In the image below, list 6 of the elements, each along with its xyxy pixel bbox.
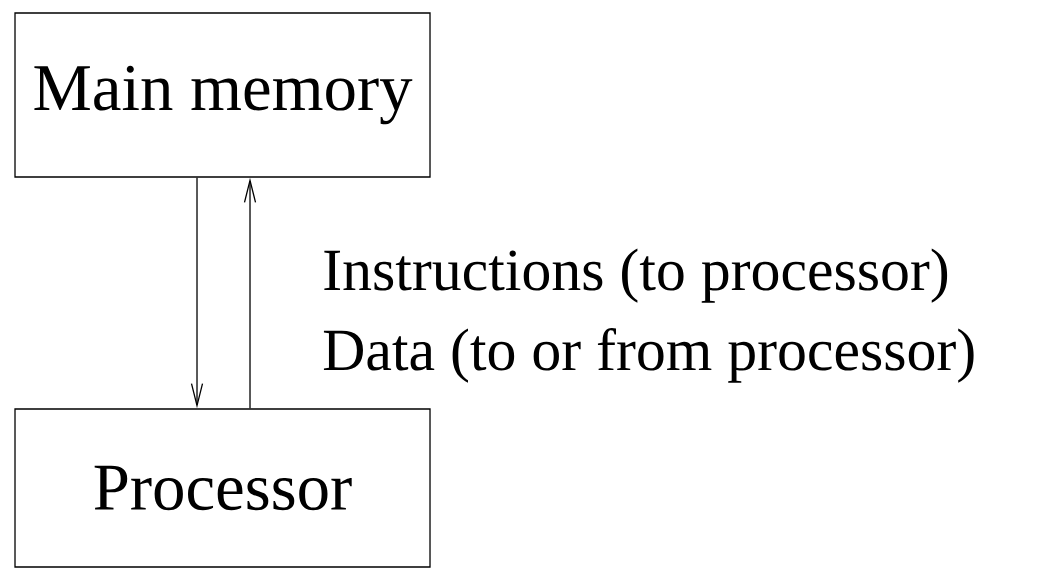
process-box: Main memory <box>14 12 431 178</box>
arrow <box>190 177 204 409</box>
label: Data (to or from processor) <box>323 327 974 383</box>
arrow <box>243 177 257 409</box>
process-box: Processor <box>14 408 431 568</box>
label: Instructions (to processor) <box>324 248 948 303</box>
